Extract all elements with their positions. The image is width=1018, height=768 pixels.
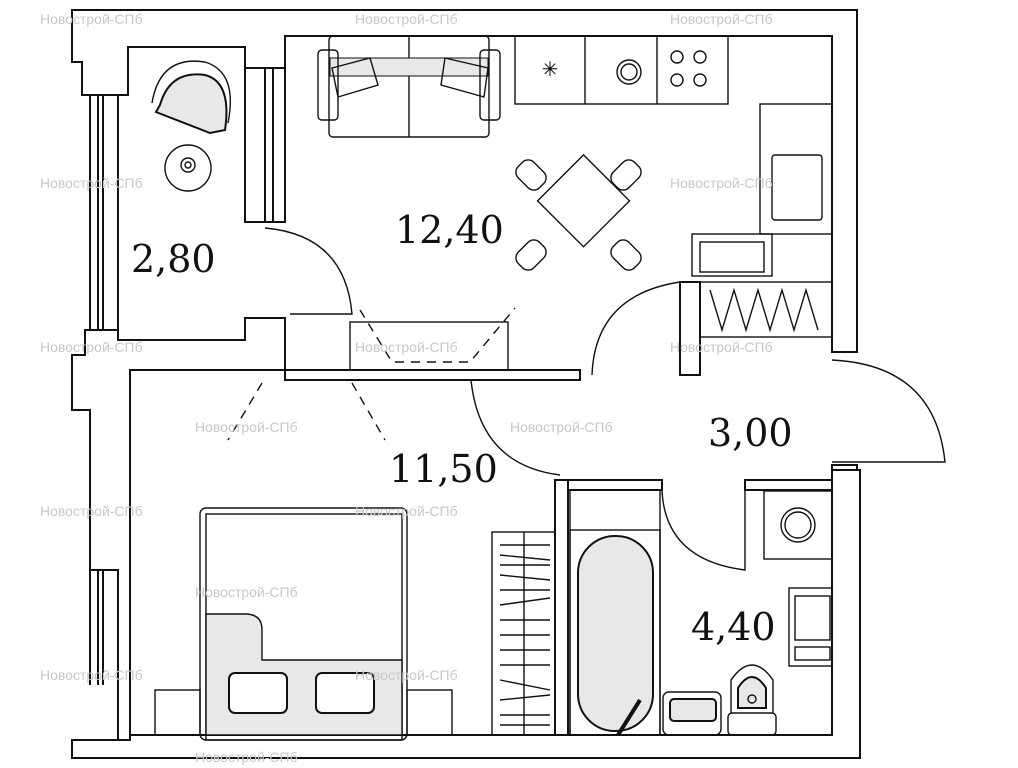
- side-table: [164, 144, 212, 192]
- area-label-balcony: 2,80: [131, 237, 216, 281]
- window-inner: [264, 68, 274, 222]
- window-bedroom: [89, 570, 104, 685]
- washing-machine: [763, 490, 833, 560]
- watermark: Новострой-СПб: [670, 175, 773, 191]
- dining-table: [515, 153, 642, 271]
- window-balcony: [89, 95, 119, 330]
- bed: [154, 507, 453, 741]
- fridge-icon: ✳: [542, 57, 559, 81]
- armchair: [151, 60, 232, 135]
- door-bathroom: [661, 489, 746, 571]
- tv-view-bedroom: [227, 382, 386, 441]
- boiler-cabinet: [788, 587, 833, 667]
- bath-partition-right: [744, 479, 833, 491]
- entry-wall: [831, 464, 858, 471]
- area-label-bedroom: 11,50: [389, 447, 498, 491]
- walls: [71, 9, 861, 759]
- wardrobe: [491, 531, 556, 736]
- door-kitchen: [591, 281, 681, 376]
- toilet: [727, 664, 777, 736]
- bath-partition-top: [554, 479, 663, 491]
- sink: [662, 691, 722, 736]
- sofa: [317, 35, 501, 138]
- watermark: Новострой-СПб: [510, 419, 613, 435]
- area-label-bathroom: 4,40: [691, 605, 776, 649]
- kitchen-counter: ✳: [514, 35, 833, 338]
- bath-partition-left: [554, 479, 569, 736]
- watermark: Новострой-СПб: [195, 419, 298, 435]
- doors: [264, 227, 946, 571]
- area-label-hallway: 3,00: [708, 411, 793, 455]
- door-entry: [831, 359, 946, 463]
- watermark: Новострой-СПб: [40, 175, 143, 191]
- watermark: Новострой-СПб: [355, 339, 458, 355]
- door-bedroom: [470, 379, 561, 476]
- bathtub: [569, 489, 661, 737]
- kitchen-partition: [679, 281, 701, 376]
- area-label-kitchen-living: 12,40: [395, 208, 504, 252]
- partition-kitchen-bedroom: [284, 369, 581, 381]
- watermark: Новострой-СПб: [195, 584, 298, 600]
- tv-unit: [349, 307, 516, 371]
- door-balcony: [264, 227, 353, 315]
